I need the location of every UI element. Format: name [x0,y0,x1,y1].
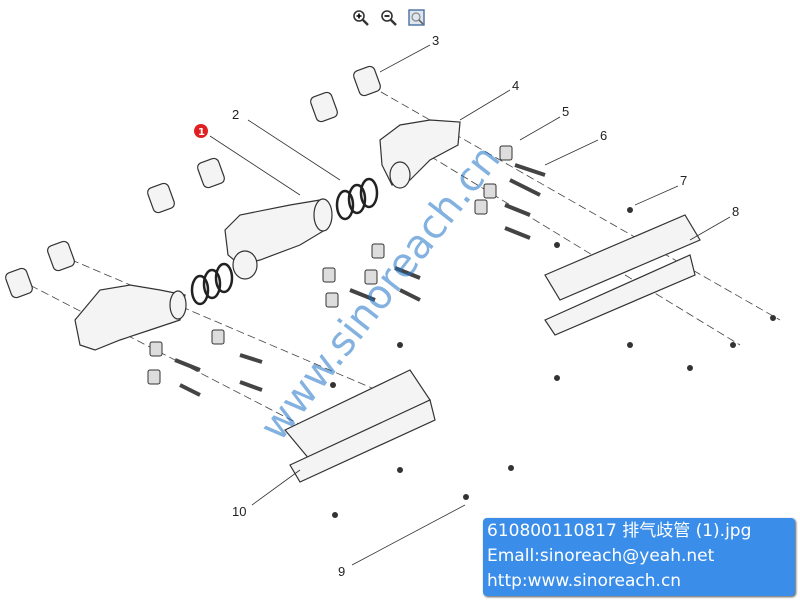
gasket [5,65,381,299]
heat-shield-front [284,369,436,483]
callout-3: 3 [432,33,439,48]
callout-labels: 3 4 5 6 7 8 2 1 10 9 [194,33,739,579]
callout-8: 8 [732,204,739,219]
caption-website: http:www.sinoreach.cn [487,571,682,591]
zoom-in-icon[interactable] [352,9,370,27]
manifold-section-middle [224,198,333,280]
caption-filename: 610800110817 排气歧管 (1).jpg [487,521,752,541]
nuts [330,207,776,518]
callout-6: 6 [600,128,607,143]
manifold-section-front [74,284,187,351]
manifold-section-rear [379,119,461,189]
fit-to-window-icon[interactable] [408,9,426,27]
zoom-out-icon[interactable] [380,9,398,27]
callout-1-marker[interactable] [194,124,208,138]
callout-4: 4 [512,78,519,93]
heat-shield-rear [544,214,701,336]
zoom-toolbar [352,9,426,27]
caption-box: 610800110817 排气歧管 (1).jpg Emall:sinoreac… [483,518,795,596]
caption-email: Emall:sinoreach@yeah.net [487,546,715,566]
callout-2: 2 [232,107,239,122]
bolts [147,145,546,397]
callout-10: 10 [232,504,246,519]
callout-7: 7 [680,173,687,188]
seal-rings [190,177,379,306]
callout-1: 1 [198,127,205,138]
callout-9: 9 [338,564,345,579]
callout-5: 5 [562,104,569,119]
